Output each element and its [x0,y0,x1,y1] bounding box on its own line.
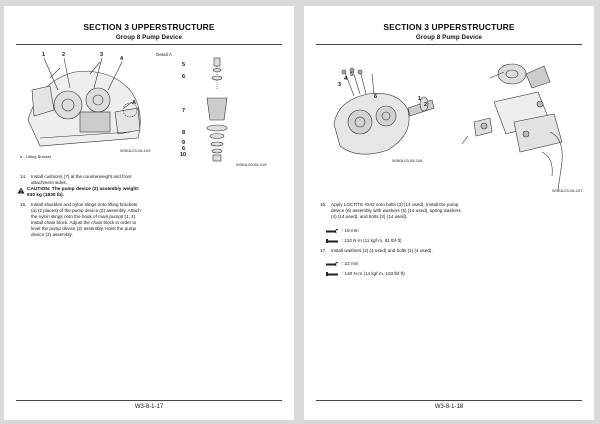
callout-5: 5 [350,72,354,78]
step-15-text: Install shackles and nylon slings onto l… [31,202,141,237]
warning-icon [17,187,25,194]
callout-7: 7 [182,108,186,114]
section-title: SECTION 3 UPPERSTRUCTURE [383,22,515,32]
wrench-icon [326,262,338,266]
callout-1: 1 [42,52,46,58]
callout-4: 4 [120,56,124,62]
figure-id: W3K8-03-08-109 [120,148,151,153]
wrench-size-1: : 19 mm [342,228,359,233]
page-number: W3-8-1-17 [134,404,164,410]
torque-spec-2: : 140 N·m (14 kgf·m, 103 lbf·ft) [342,271,405,276]
footer-rule [16,400,282,401]
group-title: Group 8 Pump Device [415,34,483,41]
callout-6: 6 [374,94,378,100]
callout-4: 4 [344,76,348,82]
caution-note: CAUTION: The pump device (2) assembly we… [27,187,140,198]
callout-1: 1 [418,96,422,102]
pump-device-illustration [20,50,150,160]
step-number: 14. [20,174,27,179]
callout-2: 2 [424,102,428,108]
callout-5: 5 [182,62,186,68]
header-rule [316,44,582,45]
callout-8: 8 [182,130,186,136]
step-14-text: Install cushions (7) at the counterweigh… [31,174,132,185]
callout-6b: 6 [182,146,186,152]
wrench-icon [326,229,338,233]
header-rule [16,44,282,45]
group-title: Group 8 Pump Device [115,34,183,41]
figure-legend: a - Lifting Bracket [20,154,52,159]
callout-6a: 6 [182,74,186,80]
callout-3: 3 [338,82,342,88]
figure-id: W3K8-03-08-108 [392,158,423,163]
pump-bracket-illustration [461,63,563,191]
footer-rule [316,400,582,401]
step-number: 16. [320,202,327,207]
wrench-size-2: : 22 mm [342,261,359,266]
detail-a-illustration [206,57,228,162]
callout-10: 10 [180,152,187,158]
section-title: SECTION 3 UPPERSTRUCTURE [83,22,215,32]
callout-3: 3 [100,52,104,58]
left-page: SECTION 3 UPPERSTRUCTURE Group 8 Pump De… [4,6,294,420]
callout-detail-a: A [132,100,136,106]
right-page: SECTION 3 UPPERSTRUCTURE Group 8 Pump De… [304,6,594,420]
figure-id-2: W3K8-03-08-107 [552,188,583,193]
page-number: W3-8-1-18 [434,404,464,410]
detail-label: Detail A [156,52,172,57]
figure-id-detail: W3K8-03-08-018 [236,162,267,167]
torque-wrench-icon [326,239,338,243]
callout-2: 2 [62,52,66,58]
pump-mounting-illustration [333,67,435,155]
torque-spec-1: : 110 N·m (11 kgf·m, 81 lbf·ft) [342,238,402,243]
step-number: 17. [320,248,327,253]
torque-wrench-icon [326,272,338,276]
step-number: 15. [20,202,27,207]
step-16-text: Apply LOCTITE #242 onto bolts (3) (14 us… [331,202,461,219]
step-17-text: Install washers (2) (4 used) and bolts (… [331,248,433,253]
callout-9: 9 [182,140,186,146]
